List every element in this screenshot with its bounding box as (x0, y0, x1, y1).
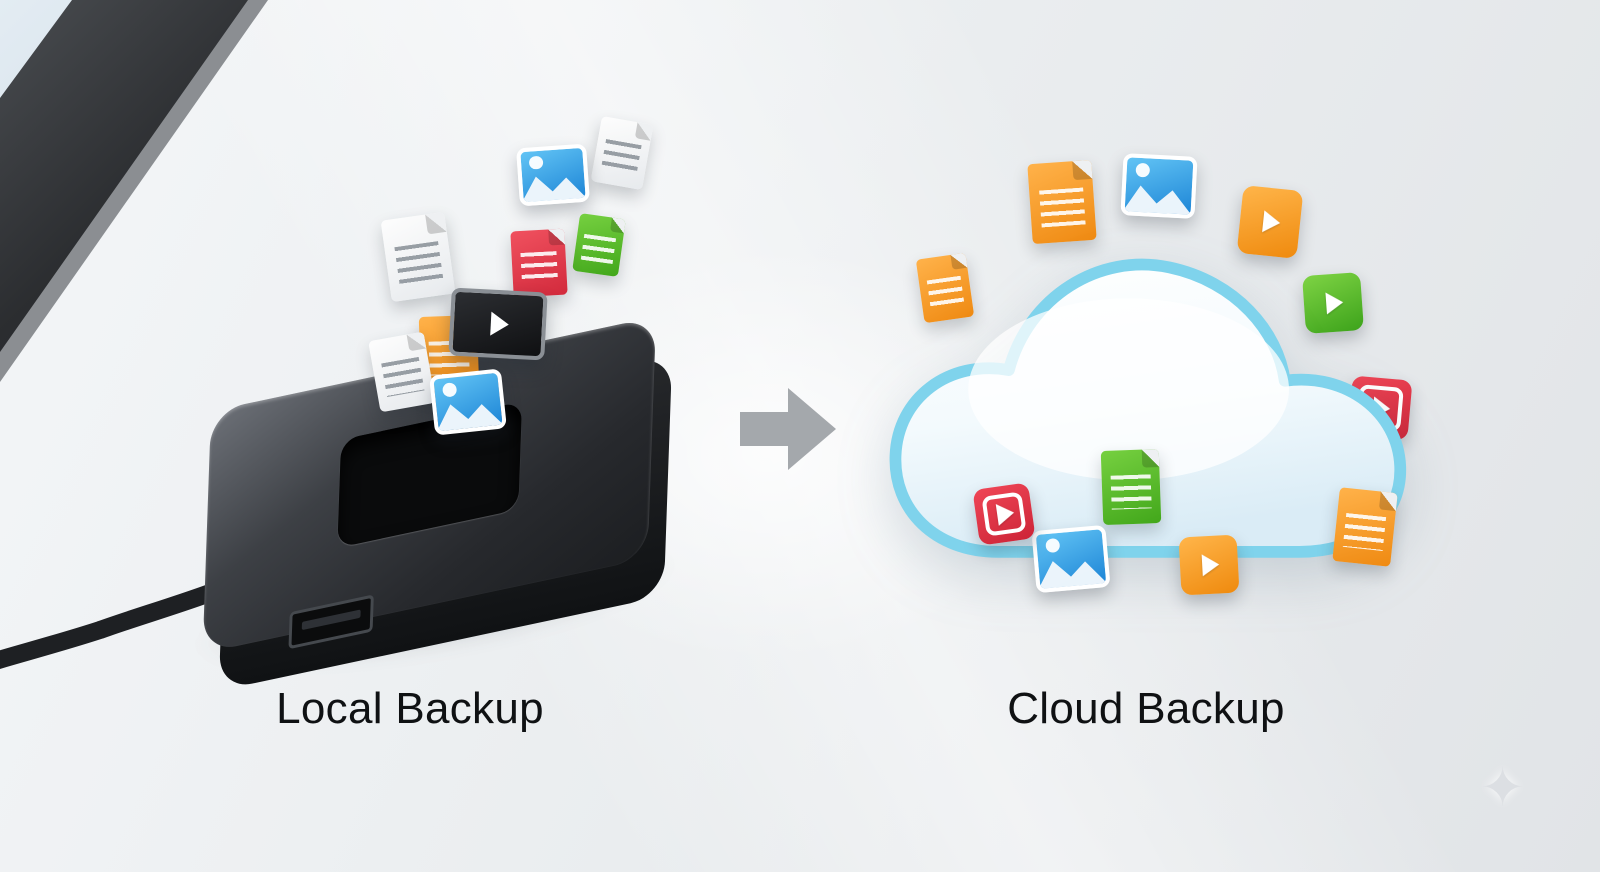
video-icon (1178, 534, 1240, 596)
cloud-icon (889, 258, 1407, 558)
monitor-corner (0, 0, 320, 420)
cloud-backup-label: Cloud Backup (1007, 684, 1285, 733)
document-icon (380, 211, 456, 303)
arrow-right-icon (740, 388, 836, 470)
document-icon (590, 115, 654, 191)
video-player-icon (448, 287, 548, 361)
document-icon (510, 228, 568, 298)
document-icon (1332, 487, 1398, 567)
arrow-head (788, 388, 836, 470)
document-icon (1100, 449, 1162, 525)
local-backup-label: Local Backup (276, 684, 544, 733)
document-icon (572, 213, 626, 277)
sparkle-icon: ✦ (1480, 758, 1526, 818)
arrow-stem (740, 412, 788, 446)
image-icon (1031, 524, 1111, 594)
image-icon (516, 143, 590, 207)
cloud (872, 175, 1428, 630)
image-icon (429, 368, 507, 436)
video-icon (972, 482, 1036, 546)
